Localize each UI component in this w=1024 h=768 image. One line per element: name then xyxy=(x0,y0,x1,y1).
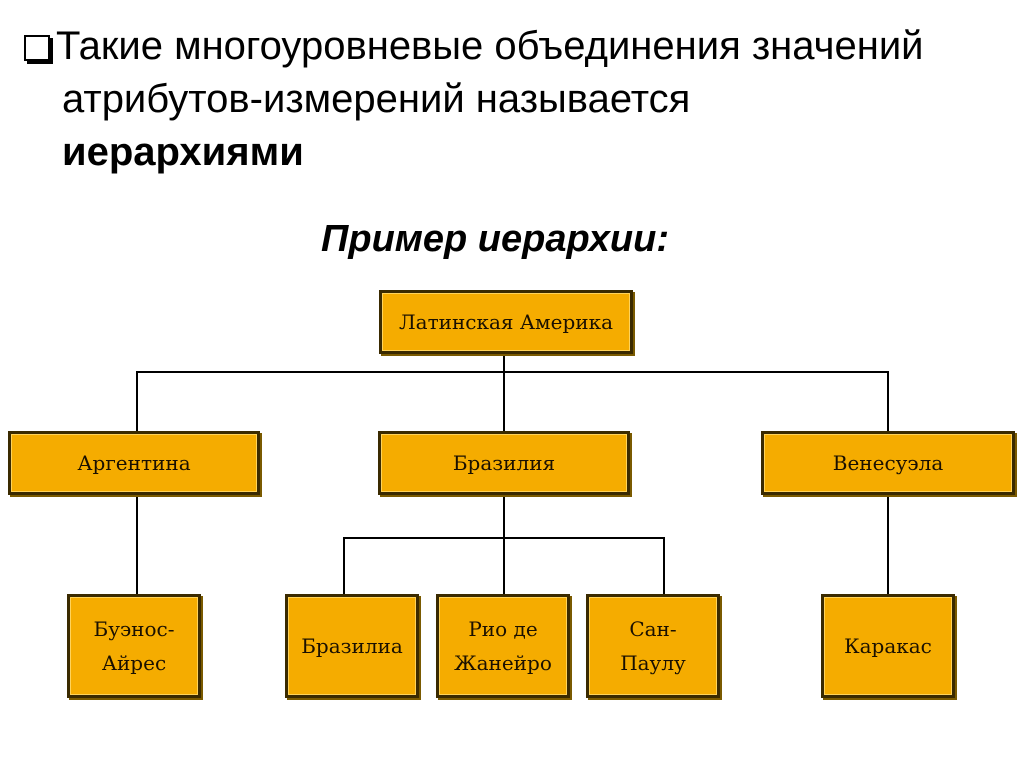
node-label: Бразилиа xyxy=(301,634,403,658)
node-label: Аргентина xyxy=(77,451,191,475)
connector-argentina-up xyxy=(136,371,138,433)
bullet-line-1: Такие многоуровневые объединения значени… xyxy=(24,20,1004,73)
connector-argentina-down xyxy=(136,494,138,596)
connector-brazil-up xyxy=(503,371,505,433)
connector-brasilia-up xyxy=(343,537,345,596)
connector-countries-bar xyxy=(136,371,889,373)
connector-brazil-cities-bar xyxy=(343,537,665,539)
node-rio-de-janeiro: Рио де Жанейро xyxy=(436,594,570,698)
node-label: Бразилия xyxy=(452,451,556,475)
connector-venezuela-down xyxy=(887,494,889,596)
connector-root-down xyxy=(503,352,505,372)
node-latin-america: Латинская Америка xyxy=(379,290,633,354)
bullet-text-line-2: атрибутов-измерений называется xyxy=(62,77,691,121)
node-brasilia: Бразилиа xyxy=(285,594,419,698)
node-buenos-aires: Буэнос- Айрес xyxy=(67,594,201,698)
node-label: Рио де Жанейро xyxy=(454,617,552,675)
checkbox-bullet-icon xyxy=(24,35,50,61)
node-label: Латинская Америка xyxy=(398,310,614,334)
node-sao-paulo: Сан- Паулу xyxy=(586,594,720,698)
node-label: Венесуэла xyxy=(832,451,944,475)
example-title: Пример иерархии: xyxy=(321,218,669,260)
node-venezuela: Венесуэла xyxy=(761,431,1015,495)
connector-venezuela-up xyxy=(887,371,889,433)
node-argentina: Аргентина xyxy=(8,431,260,495)
bullet-text-line-3: иерархиями xyxy=(62,130,304,174)
node-label: Каракас xyxy=(844,634,932,658)
bullet-paragraph: Такие многоуровневые объединения значени… xyxy=(24,20,1004,179)
bullet-text-line-1: Такие многоуровневые объединения значени… xyxy=(56,24,924,68)
connector-saopaulo-up xyxy=(663,537,665,596)
node-label: Буэнос- Айрес xyxy=(93,617,175,675)
node-caracas: Каракас xyxy=(821,594,955,698)
node-brazil: Бразилия xyxy=(378,431,630,495)
connector-brazil-down xyxy=(503,494,505,596)
node-label: Сан- Паулу xyxy=(620,617,686,675)
